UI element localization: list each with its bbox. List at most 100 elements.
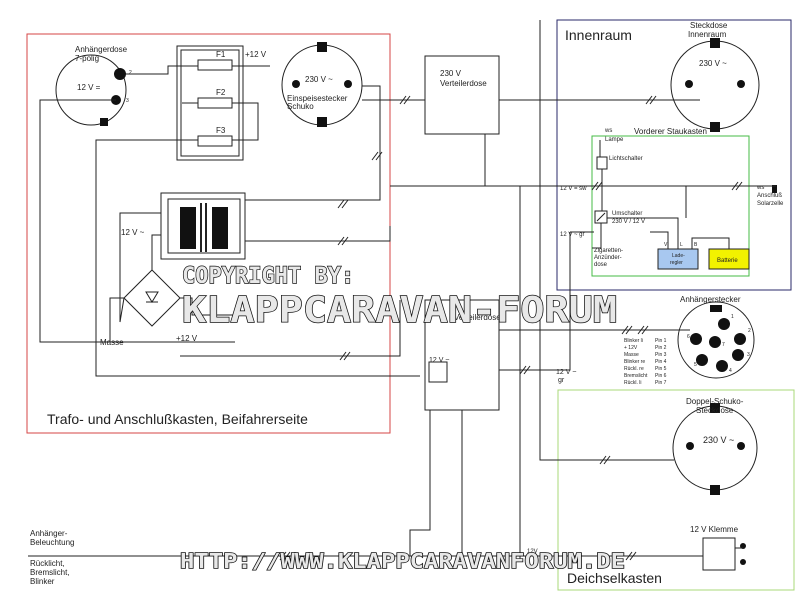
l-label: L [680, 242, 683, 248]
verteilerdose-top [424, 55, 500, 135]
v12-gr-innen-label: 12 V ~ gr [560, 232, 585, 238]
anhaengerstecker-socket [677, 301, 755, 379]
fuse-f1 [197, 59, 233, 71]
doppel-pin-right [737, 442, 745, 450]
umschalter-label-1: Umschalter [612, 211, 642, 217]
pin3-label: 3 [126, 98, 129, 104]
stecker-num-6: 6 [687, 334, 690, 340]
v12-small-label: 12V [527, 549, 538, 555]
verteilerdose-mid-inner [428, 361, 448, 383]
lampe-label: Lampe [605, 137, 624, 143]
watermark-copyright: COPYRIGHT BY: [182, 264, 354, 289]
batterie-label: Batterie [717, 258, 738, 264]
v12-ac-mid-label: 12 V ~ [429, 357, 449, 364]
stecker-num-3: 3 [747, 352, 750, 358]
beleuchtung-label-1: Anhänger- [30, 529, 68, 538]
einspeise-pin-right [344, 80, 352, 88]
steckdose-innen-pin-left [685, 80, 693, 88]
rueck-label-2: Bremslicht, [30, 568, 70, 577]
pin-legend-pin: Pin 4 [655, 359, 667, 365]
pin-legend-pin: Pin 5 [655, 366, 667, 372]
trafo-kasten-title: Trafo- und Anschlußkasten, Beifahrerseit… [47, 411, 308, 427]
trafo-coil-right [212, 207, 228, 249]
stecker-key [710, 305, 722, 312]
rectifier-bridge [123, 269, 181, 327]
verteiler-top-1: 230 V [440, 69, 462, 78]
fuse-f3-label: F3 [216, 126, 226, 135]
pin-legend-pin: Pin 7 [655, 380, 667, 386]
staukasten-title: Vorderer Staukasten [634, 127, 707, 136]
anschluss-label-2: Solarzelle [757, 201, 784, 207]
solar-terminal [772, 185, 777, 193]
pin-legend-pin: Pin 6 [655, 373, 667, 379]
pin-legend-name: Rückl. re [624, 366, 644, 372]
trafo-outer [160, 192, 246, 260]
pin-legend-pin: Pin 1 [655, 338, 667, 344]
innenraum-title: Innenraum [565, 27, 632, 43]
laderegler-label-1: Lade- [672, 253, 685, 259]
umschalter-label-2: 230 V / 12 V [612, 219, 645, 225]
anhaengerdose-pin2 [114, 68, 126, 80]
ws-right-label: ws [756, 185, 764, 191]
rueck-label-1: Rücklicht, [30, 559, 65, 568]
doppel-label-2: Steckdose [696, 406, 734, 415]
einspeise-label-2: Schuko [287, 102, 314, 111]
zigaretten-label-3: dose [594, 262, 608, 268]
stecker-num-1: 1 [731, 314, 734, 320]
v12-eq-label: 12 V = [77, 83, 101, 92]
v-label: V [664, 242, 668, 248]
laderegler-label-2: regler [670, 260, 683, 266]
steckdose-innenraum [670, 40, 760, 130]
v12-gr-label-2: gr [558, 377, 565, 384]
stecker-pin-5 [696, 354, 708, 366]
fuse-f2 [197, 97, 233, 109]
klemme-label: 12 V Klemme [690, 525, 739, 534]
einspeise-bottom-key [317, 117, 327, 127]
laderegler-box [657, 248, 699, 270]
stecker-num-5: 5 [694, 362, 697, 368]
vorderer-staukasten-box [591, 135, 750, 277]
steckdose-innen-top-key [710, 38, 720, 48]
pin-legend-name: Blinker li [624, 338, 643, 344]
stecker-pin-6 [690, 333, 702, 345]
anhaengerdose-socket [55, 54, 127, 126]
stecker-num-7: 7 [722, 342, 725, 348]
pin-legend-name: Bremslicht [624, 373, 648, 379]
anhaengerdose-key [100, 118, 108, 126]
einspeise-pin-left [292, 80, 300, 88]
fuse-f3 [197, 135, 233, 147]
beleuchtung-label-2: Beleuchtung [30, 538, 74, 547]
einspeise-label-1: Einspeisestecker [287, 94, 348, 103]
pin-legend-name: Masse [624, 352, 639, 358]
wire-marks [279, 95, 743, 561]
doppel-pin-left [686, 442, 694, 450]
v230-left-label: 230 V ~ [305, 75, 333, 84]
stecker-num-4: 4 [729, 368, 732, 374]
verteiler-top-2: Verteilerdose [440, 79, 487, 88]
rueck-label-3: Blinker [30, 577, 55, 586]
stecker-pin-2 [734, 333, 746, 345]
pin-legend-pin: Pin 2 [655, 345, 667, 351]
innenraum-box [556, 19, 792, 291]
masse-label: Masse [100, 338, 124, 347]
stecker-pin-3 [732, 349, 744, 361]
trafo-coil-left [180, 207, 196, 249]
anschluss-label-1: Anschluß [757, 193, 782, 199]
watermark-url: HTTP://WWW.KLAPPCARAVANFORUM.DE [180, 549, 625, 573]
steckdose-innen-pin-right [737, 80, 745, 88]
stecker-pin-legend: Blinker li Pin 1 + 12V Pin 2 Masse Pin 3… [624, 338, 667, 386]
v12-ac-label: 12 V ~ [121, 228, 145, 237]
deichselkasten-title: Deichselkasten [567, 570, 662, 586]
watermark-forum: KLAPPCARAVAN-FORUM [182, 290, 617, 331]
stecker-pin-7 [709, 336, 721, 348]
zigaretten-label-2: Anzünder- [594, 255, 622, 261]
steckdose-innen-2: Innenraum [688, 30, 727, 39]
pin-legend-name: Blinker re [624, 359, 645, 365]
steckdose-innen-1: Steckdose [690, 21, 728, 30]
ws-top-label: ws [604, 128, 612, 134]
steckdose-innen-bottom-key [710, 122, 720, 132]
lichtschalter-box [596, 156, 608, 170]
verteiler-mid-label: Verteilerdose [454, 313, 501, 322]
klemme-pin-bottom [740, 559, 746, 565]
